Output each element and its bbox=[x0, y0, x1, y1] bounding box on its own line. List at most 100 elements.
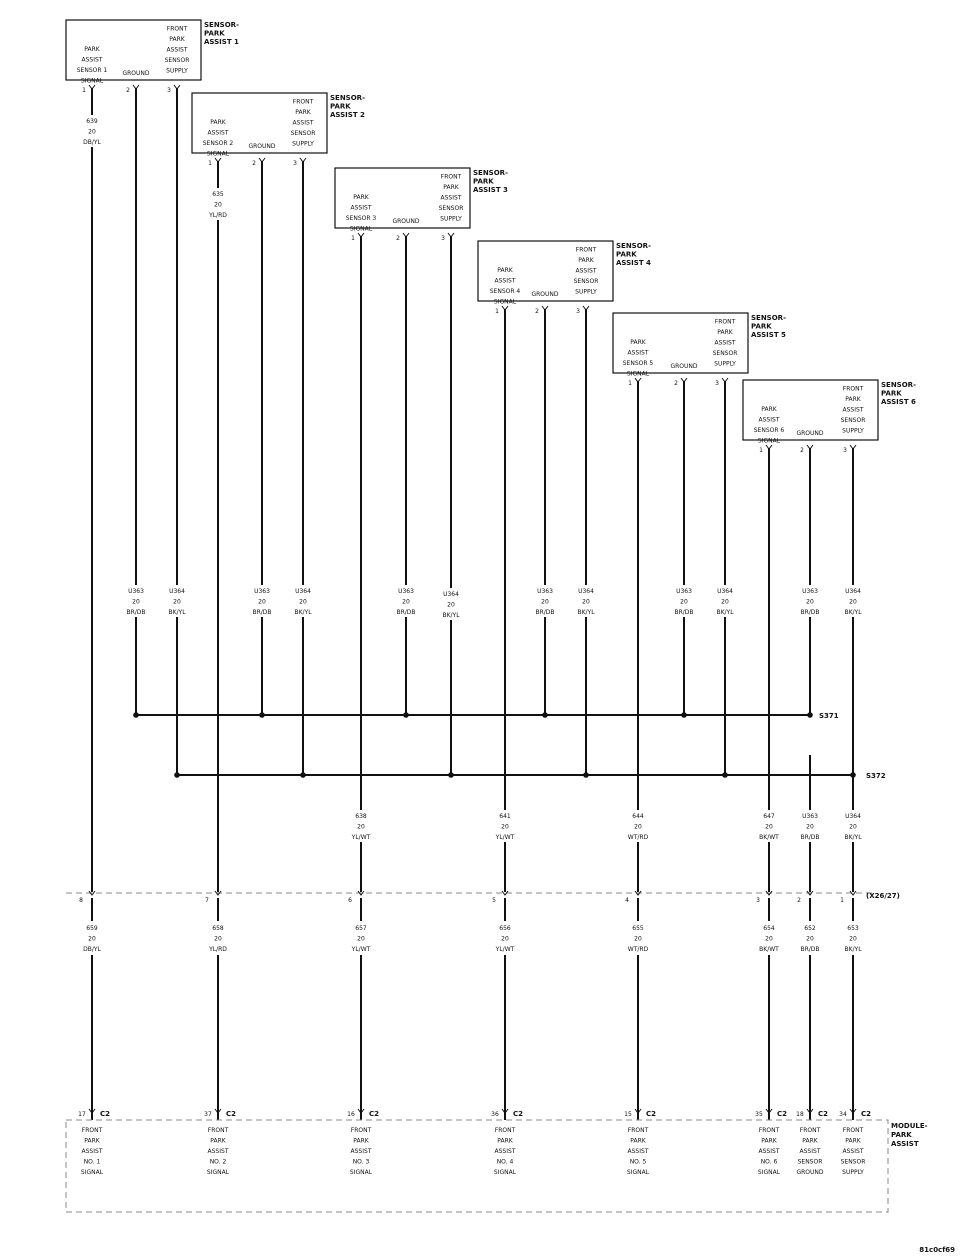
sensor-signal-label: SIGNAL bbox=[494, 299, 517, 306]
module-pin-label: ASSIST bbox=[82, 1148, 103, 1155]
sensor-name: ASSIST 3 bbox=[473, 186, 508, 194]
sensor-signal-label: PARK bbox=[84, 46, 101, 53]
ground-wire-label: BR/DB bbox=[535, 609, 554, 616]
sensor-signal-label: SIGNAL bbox=[81, 78, 104, 85]
sensor-box bbox=[742, 379, 879, 441]
module-pin-label: NO. 1 bbox=[84, 1159, 101, 1166]
supply-splice-dot bbox=[174, 772, 180, 778]
module-pin-label: FRONT bbox=[208, 1127, 229, 1134]
ground-wire-label: U363 bbox=[676, 588, 692, 595]
inline-pin-number: 2 bbox=[797, 897, 801, 904]
signal-wire-label: YL/WT bbox=[351, 834, 371, 841]
module-pin-label: ASSIST bbox=[628, 1148, 649, 1155]
lower-wire-label: BR/DB bbox=[800, 946, 819, 953]
ground-wire-label: 20 bbox=[258, 599, 266, 606]
sensor-pin-number: 2 bbox=[396, 235, 400, 242]
sensor-pin-number: 1 bbox=[82, 87, 86, 94]
inline-pin-terminal bbox=[806, 890, 814, 896]
module-pin-label: FRONT bbox=[82, 1127, 103, 1134]
lower-wire-label: 659 bbox=[86, 925, 98, 932]
sensor-supply-label: SENSOR bbox=[841, 417, 866, 424]
sensor-supply-label: PARK bbox=[578, 257, 595, 264]
sensor-supply-label: PARK bbox=[717, 329, 734, 336]
sensor-signal-label: SENSOR 5 bbox=[623, 360, 654, 367]
sensor-ground-label: GROUND bbox=[796, 430, 823, 437]
wire-label-gap bbox=[839, 810, 867, 842]
wire-label-gap bbox=[203, 921, 233, 955]
sensor-pin-number: 1 bbox=[759, 447, 763, 454]
module-pin-label: PARK bbox=[84, 1138, 101, 1145]
module-pin-label: FRONT bbox=[800, 1127, 821, 1134]
module-box bbox=[65, 1119, 889, 1213]
supply-wire-label: 20 bbox=[721, 599, 729, 606]
sensor-supply-label: FRONT bbox=[715, 319, 736, 326]
module-pin-number: 35 bbox=[755, 1111, 763, 1118]
sensor-name: ASSIST 5 bbox=[751, 331, 786, 339]
ground-splice-dot bbox=[542, 712, 548, 718]
module-pin-number: 16 bbox=[347, 1111, 355, 1118]
sensor-pin-number: 2 bbox=[535, 308, 539, 315]
ground-wire-label: BR/DB bbox=[396, 609, 415, 616]
wire-label-gap bbox=[623, 921, 653, 955]
sensor-name: PARK bbox=[473, 178, 494, 186]
sensor-ground-label: GROUND bbox=[670, 363, 697, 370]
sensor-box bbox=[65, 19, 202, 81]
module-pin-label: SIGNAL bbox=[758, 1169, 781, 1176]
signal-wire-label: 635 bbox=[212, 191, 224, 198]
module-pin-number: 34 bbox=[839, 1111, 847, 1118]
supply-wire-label: 20 bbox=[173, 599, 181, 606]
sensor-pin-number: 3 bbox=[293, 160, 297, 167]
sensor-name: PARK bbox=[881, 390, 902, 398]
wire-label-gap bbox=[204, 188, 232, 220]
sensor-box bbox=[334, 167, 471, 229]
module-pin-label: NO. 2 bbox=[210, 1159, 227, 1166]
ground-wire-label: BR/DB bbox=[252, 609, 271, 616]
lower-wire-label: 20 bbox=[634, 936, 642, 943]
lower-wire-label: 655 bbox=[632, 925, 644, 932]
supply-splice-dot bbox=[448, 772, 454, 778]
wire-label-gap bbox=[289, 585, 317, 617]
signal-wire-label: WT/RD bbox=[628, 834, 649, 841]
sensor-ground-label: GROUND bbox=[392, 218, 419, 225]
sensor-supply-label: SENSOR bbox=[165, 57, 190, 64]
lower-wire-label: DB/YL bbox=[83, 946, 101, 953]
sensor-pin-number: 1 bbox=[351, 235, 355, 242]
lower-wire-label: 658 bbox=[212, 925, 224, 932]
module-connector-label: C2 bbox=[226, 1110, 236, 1118]
signal-wire-label: 20 bbox=[634, 824, 642, 831]
sensor-signal-label: ASSIST bbox=[628, 350, 649, 357]
inline-pin-terminal bbox=[634, 890, 642, 896]
module-connector-label: C2 bbox=[646, 1110, 656, 1118]
ground-splice-dot bbox=[681, 712, 687, 718]
module-pin-label: PARK bbox=[630, 1138, 647, 1145]
module-pin-terminal bbox=[806, 1108, 814, 1114]
module-pin-label: SIGNAL bbox=[494, 1169, 517, 1176]
ground-trunk-label: 20 bbox=[806, 824, 814, 831]
sensor-signal-label: SIGNAL bbox=[350, 226, 373, 233]
module-pin-label: ASSIST bbox=[208, 1148, 229, 1155]
sensor-signal-label: ASSIST bbox=[351, 205, 372, 212]
module-pin-terminal bbox=[501, 1108, 509, 1114]
supply-wire-label: BK/YL bbox=[844, 609, 862, 616]
supply-trunk-label: U364 bbox=[845, 813, 861, 820]
sensor-box bbox=[477, 240, 614, 302]
inline-pin-terminal bbox=[765, 890, 773, 896]
inline-pin-terminal bbox=[88, 890, 96, 896]
lower-wire-label: 652 bbox=[804, 925, 816, 932]
sensor-pin-number: 2 bbox=[674, 380, 678, 387]
sensor-supply-label: ASSIST bbox=[715, 340, 736, 347]
wire-label-gap bbox=[346, 921, 376, 955]
splice-s372-label: S372 bbox=[866, 772, 886, 780]
module-pin-label: NO. 4 bbox=[497, 1159, 514, 1166]
inline-connector-name: (X26/27) bbox=[866, 892, 900, 900]
lower-wire-label: 20 bbox=[806, 936, 814, 943]
wire-label-gap bbox=[122, 585, 150, 617]
ground-wire-label: BR/DB bbox=[126, 609, 145, 616]
lower-wire-label: BK/WT bbox=[759, 946, 779, 953]
sensor-ground-label: GROUND bbox=[531, 291, 558, 298]
lower-wire-label: 20 bbox=[214, 936, 222, 943]
module-pin-label: ASSIST bbox=[759, 1148, 780, 1155]
sensor-pin-number: 1 bbox=[208, 160, 212, 167]
module-pin-label: PARK bbox=[497, 1138, 514, 1145]
ground-wire-label: 20 bbox=[806, 599, 814, 606]
